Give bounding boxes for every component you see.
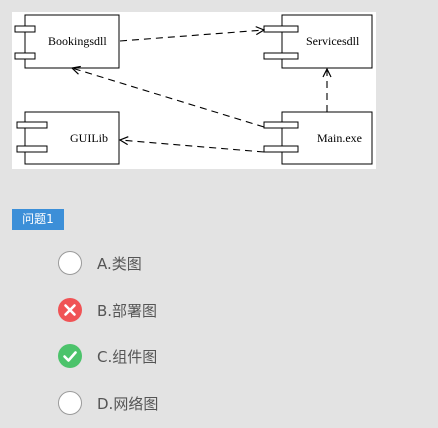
component-diagram: Bookingsdll Servicesdll GUILib Main.exe [12,12,376,169]
component-servicesdll: Servicesdll [263,14,373,69]
dependency-bookings-to-services [119,30,264,42]
option-b[interactable]: B.部署图 [58,297,157,323]
component-main-exe: Main.exe [263,111,373,165]
wrong-x-icon[interactable] [58,298,82,322]
component-label-servicesdll: Servicesdll [306,34,360,48]
component-label-bookingsdll: Bookingsdll [48,34,107,48]
component-guilib: GUILib [16,111,120,165]
radio-unselected-icon[interactable] [58,251,82,275]
component-label-main-exe: Main.exe [317,131,362,145]
option-label: D.网络图 [97,394,159,413]
option-label: B.部署图 [97,301,158,320]
radio-unselected-icon[interactable] [58,391,82,415]
option-label: C.组件图 [97,347,158,366]
option-c[interactable]: C.组件图 [58,343,157,369]
option-a[interactable]: A.类图 [58,250,142,276]
diagram-canvas: Bookingsdll Servicesdll GUILib Main.exe [14,14,373,165]
correct-check-icon[interactable] [58,344,82,368]
dependency-main-to-guilib [120,140,265,153]
option-label: A.类图 [97,254,142,273]
component-bookingsdll: Bookingsdll [14,14,120,69]
question-badge: 问题1 [12,209,64,230]
option-d[interactable]: D.网络图 [58,390,158,416]
component-label-guilib: GUILib [70,131,108,145]
dependency-main-to-bookings [72,68,265,128]
